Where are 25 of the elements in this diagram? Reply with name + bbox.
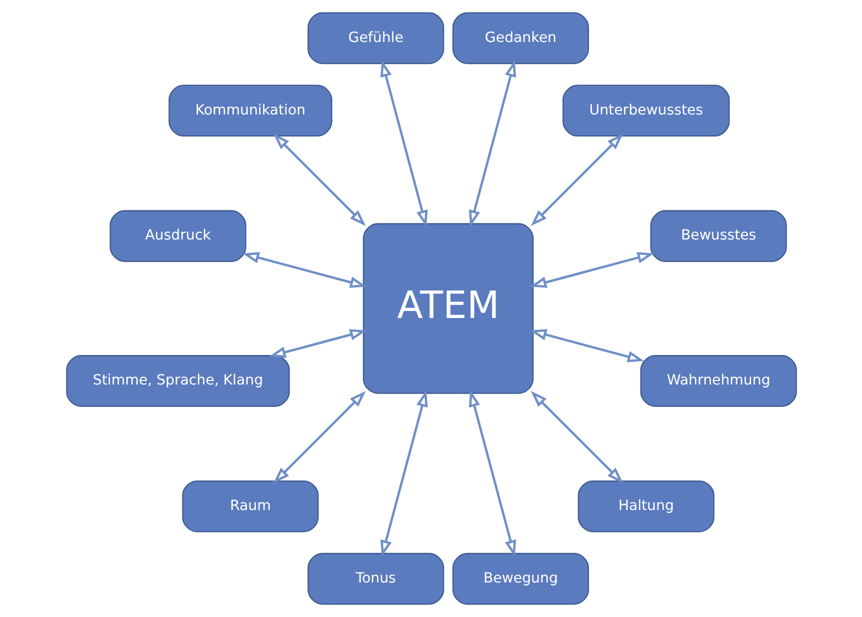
node-box: Tonus bbox=[307, 552, 444, 605]
node-box: Ausdruck bbox=[109, 210, 246, 262]
arrow bbox=[242, 252, 366, 288]
node-box: Unterbewusstes bbox=[562, 84, 730, 137]
node-box: ATEM bbox=[362, 223, 534, 394]
node-box: Gefühle bbox=[307, 12, 444, 64]
node-box: Stimme, Sprache, Klang bbox=[66, 355, 290, 407]
arrow bbox=[529, 329, 644, 362]
arrow bbox=[380, 60, 428, 227]
arrow bbox=[468, 60, 516, 227]
node-box: Raum bbox=[182, 480, 318, 532]
node-box: Bewusstes bbox=[650, 210, 786, 262]
arrow bbox=[468, 390, 516, 557]
arrow bbox=[272, 391, 366, 484]
arrow bbox=[268, 329, 366, 358]
arrow bbox=[529, 252, 654, 288]
node-box: Kommunikation bbox=[168, 84, 332, 137]
node-box: Haltung bbox=[577, 480, 714, 532]
arrow bbox=[530, 391, 623, 484]
node-box: Bewegung bbox=[452, 552, 588, 605]
arrow bbox=[380, 390, 428, 557]
arrow bbox=[272, 134, 366, 226]
node-box: Wahrnehmung bbox=[640, 355, 796, 407]
arrow bbox=[530, 134, 623, 226]
node-box: Gedanken bbox=[452, 12, 588, 64]
